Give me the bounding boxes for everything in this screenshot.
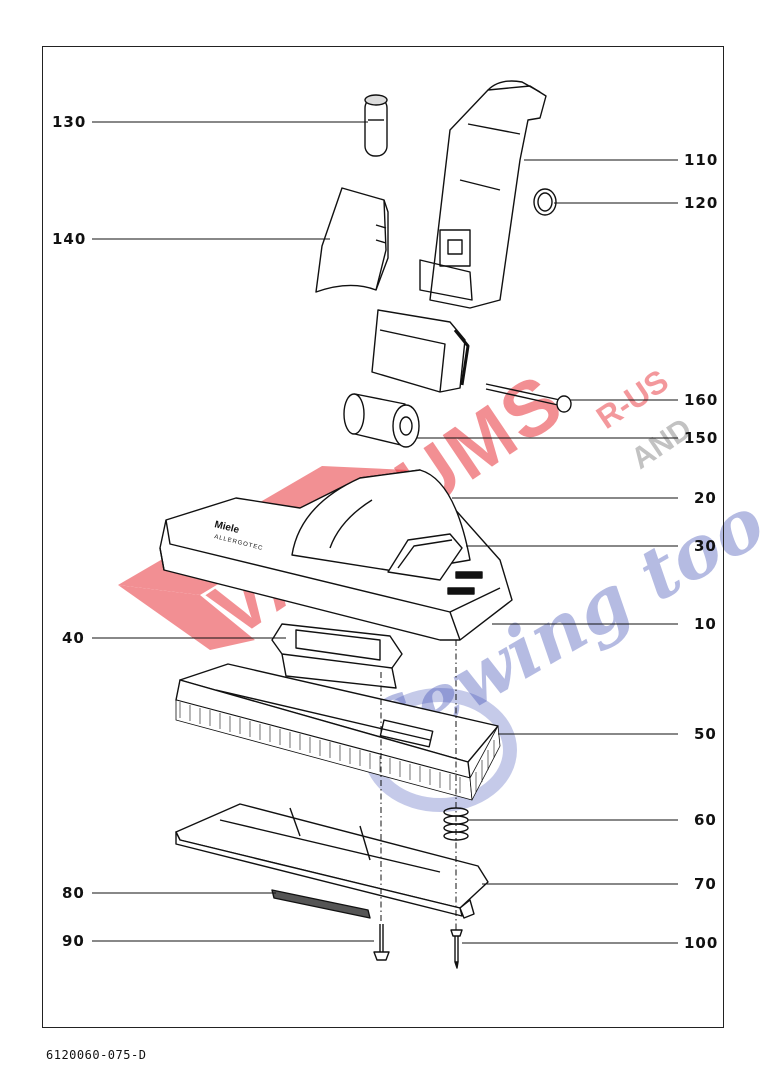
- drawing-code: 6120060-075-D: [46, 1048, 147, 1062]
- callout-10: 10: [694, 615, 717, 633]
- callout-60: 60: [694, 811, 717, 829]
- callout-20: 20: [694, 489, 717, 507]
- assembly-lines: [380, 640, 457, 930]
- part-10-housing: [159, 469, 513, 641]
- leader-lines: [92, 121, 678, 944]
- diagram-border: [42, 46, 724, 1028]
- part-130-cylinder: [364, 94, 388, 157]
- callout-50: 50: [694, 725, 717, 743]
- part-120-ring: [533, 188, 557, 216]
- part-70-base-plate: [175, 803, 489, 919]
- part-100-screw: [450, 929, 463, 969]
- part-140-cover: [315, 187, 389, 293]
- callout-150: 150: [684, 429, 719, 447]
- callout-140: 140: [52, 230, 87, 248]
- callout-40: 40: [62, 629, 85, 647]
- callout-80: 80: [62, 884, 85, 902]
- callout-120: 120: [684, 194, 719, 212]
- part-90-screw: [373, 924, 390, 961]
- part-50-sole-plate: [175, 663, 501, 801]
- part-110-neck: [371, 80, 547, 393]
- part-160-axle: [485, 383, 572, 413]
- part-80-strip: [271, 889, 371, 919]
- callout-130: 130: [52, 113, 87, 131]
- callout-100: 100: [684, 934, 719, 952]
- part-150-roller: [343, 393, 420, 448]
- callout-160: 160: [684, 391, 719, 409]
- part-40-frame: [271, 623, 403, 689]
- callout-70: 70: [694, 875, 717, 893]
- callout-110: 110: [684, 151, 719, 169]
- callout-30: 30: [694, 537, 717, 555]
- callout-90: 90: [62, 932, 85, 950]
